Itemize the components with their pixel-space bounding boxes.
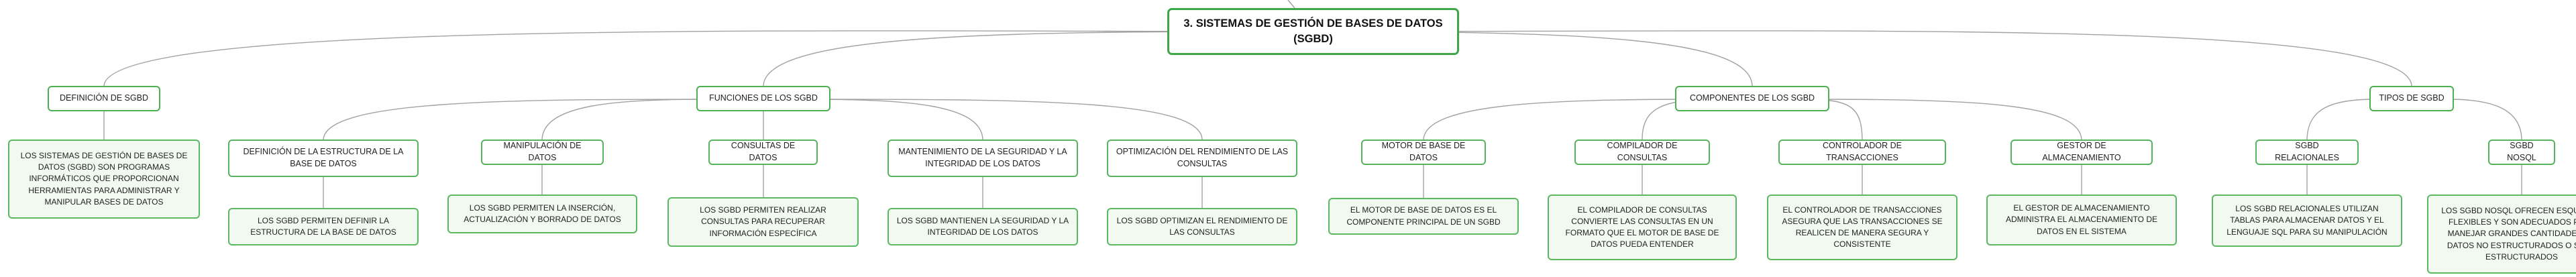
connector-tipos-nosql xyxy=(2448,99,2522,140)
node-tipos-sgbd[interactable]: TIPOS DE SGBD xyxy=(2369,86,2454,111)
node-compilador-consultas[interactable]: COMPILADOR DE CONSULTAS xyxy=(1574,140,1710,165)
node-componentes-sgbd[interactable]: COMPONENTES DE LOS SGBD xyxy=(1675,86,1829,111)
connector-root-top xyxy=(1287,0,1295,9)
connector-componentes-motor xyxy=(1423,99,1705,140)
leaf-motor-base-datos[interactable]: EL MOTOR DE BASE DE DATOS ES EL COMPONEN… xyxy=(1328,198,1519,235)
connector-root-definicion xyxy=(103,30,1289,87)
connector-funciones-manipulacion xyxy=(541,99,712,140)
leaf-sgbd-nosql[interactable]: LOS SGBD NOSQL OFRECEN ESQUEMAS FLEXIBLE… xyxy=(2427,195,2576,274)
leaf-sgbd-relacionales[interactable]: LOS SGBD RELACIONALES UTILIZAN TABLAS PA… xyxy=(2212,195,2402,247)
leaf-consultas-datos[interactable]: LOS SGBD PERMITEN REALIZAR CONSULTAS PAR… xyxy=(667,197,859,247)
leaf-seguridad-integridad[interactable]: LOS SGBD MANTIENEN LA SEGURIDAD Y LA INT… xyxy=(888,208,1078,245)
connector-root-tipos xyxy=(1334,30,2412,87)
node-seguridad-integridad[interactable]: MANTENIMIENTO DE LA SEGURIDAD Y LA INTEG… xyxy=(888,140,1078,177)
node-funciones-sgbd[interactable]: FUNCIONES DE LOS SGBD xyxy=(696,86,830,111)
connector-funciones-seguridad xyxy=(804,99,983,140)
node-optimizacion-rendimiento[interactable]: OPTIMIZACIÓN DEL RENDIMIENTO DE LAS CONS… xyxy=(1107,140,1297,177)
leaf-definicion-sgbd[interactable]: LOS SISTEMAS DE GESTIÓN DE BASES DE DATO… xyxy=(8,140,200,219)
connector-tipos-relacionales xyxy=(2306,99,2375,140)
connector-componentes-gestor xyxy=(1811,99,2082,140)
leaf-gestor-almacenamiento[interactable]: EL GESTOR DE ALMACENAMIENTO ADMINISTRA E… xyxy=(1986,195,2177,245)
node-definicion-estructura[interactable]: DEFINICIÓN DE LA ESTRUCTURA DE LA BASE D… xyxy=(228,140,419,177)
leaf-compilador-consultas[interactable]: EL COMPILADOR DE CONSULTAS CONVIERTE LAS… xyxy=(1548,195,1737,260)
node-manipulacion-datos[interactable]: MANIPULACIÓN DE DATOS xyxy=(481,140,604,165)
leaf-controlador-transacciones[interactable]: EL CONTROLADOR DE TRANSACCIONES ASEGURA … xyxy=(1767,195,1957,260)
root-node[interactable]: 3. SISTEMAS DE GESTIÓN DE BASES DE DATOS… xyxy=(1167,8,1459,55)
node-sgbd-relacionales[interactable]: SGBD RELACIONALES xyxy=(2255,140,2359,165)
node-controlador-transacciones[interactable]: CONTROLADOR DE TRANSACCIONES xyxy=(1778,140,1946,165)
node-consultas-datos[interactable]: CONSULTAS DE DATOS xyxy=(708,140,818,165)
leaf-definicion-estructura[interactable]: LOS SGBD PERMITEN DEFINIR LA ESTRUCTURA … xyxy=(228,208,419,245)
node-sgbd-nosql[interactable]: SGBD NOSQL xyxy=(2488,140,2555,165)
leaf-manipulacion-datos[interactable]: LOS SGBD PERMITEN LA INSERCIÓN, ACTUALIZ… xyxy=(447,195,637,233)
node-definicion-sgbd[interactable]: DEFINICIÓN DE SGBD xyxy=(48,86,160,111)
node-gestor-almacenamiento[interactable]: GESTOR DE ALMACENAMIENTO xyxy=(2010,140,2153,165)
connector-funciones-estructura xyxy=(323,99,712,140)
connector-funciones-optimizacion xyxy=(814,99,1203,140)
node-motor-base-datos[interactable]: MOTOR DE BASE DE DATOS xyxy=(1361,140,1486,165)
leaf-optimizacion-rendimiento[interactable]: LOS SGBD OPTIMIZAN EL RENDIMIENTO DE LAS… xyxy=(1107,208,1297,245)
